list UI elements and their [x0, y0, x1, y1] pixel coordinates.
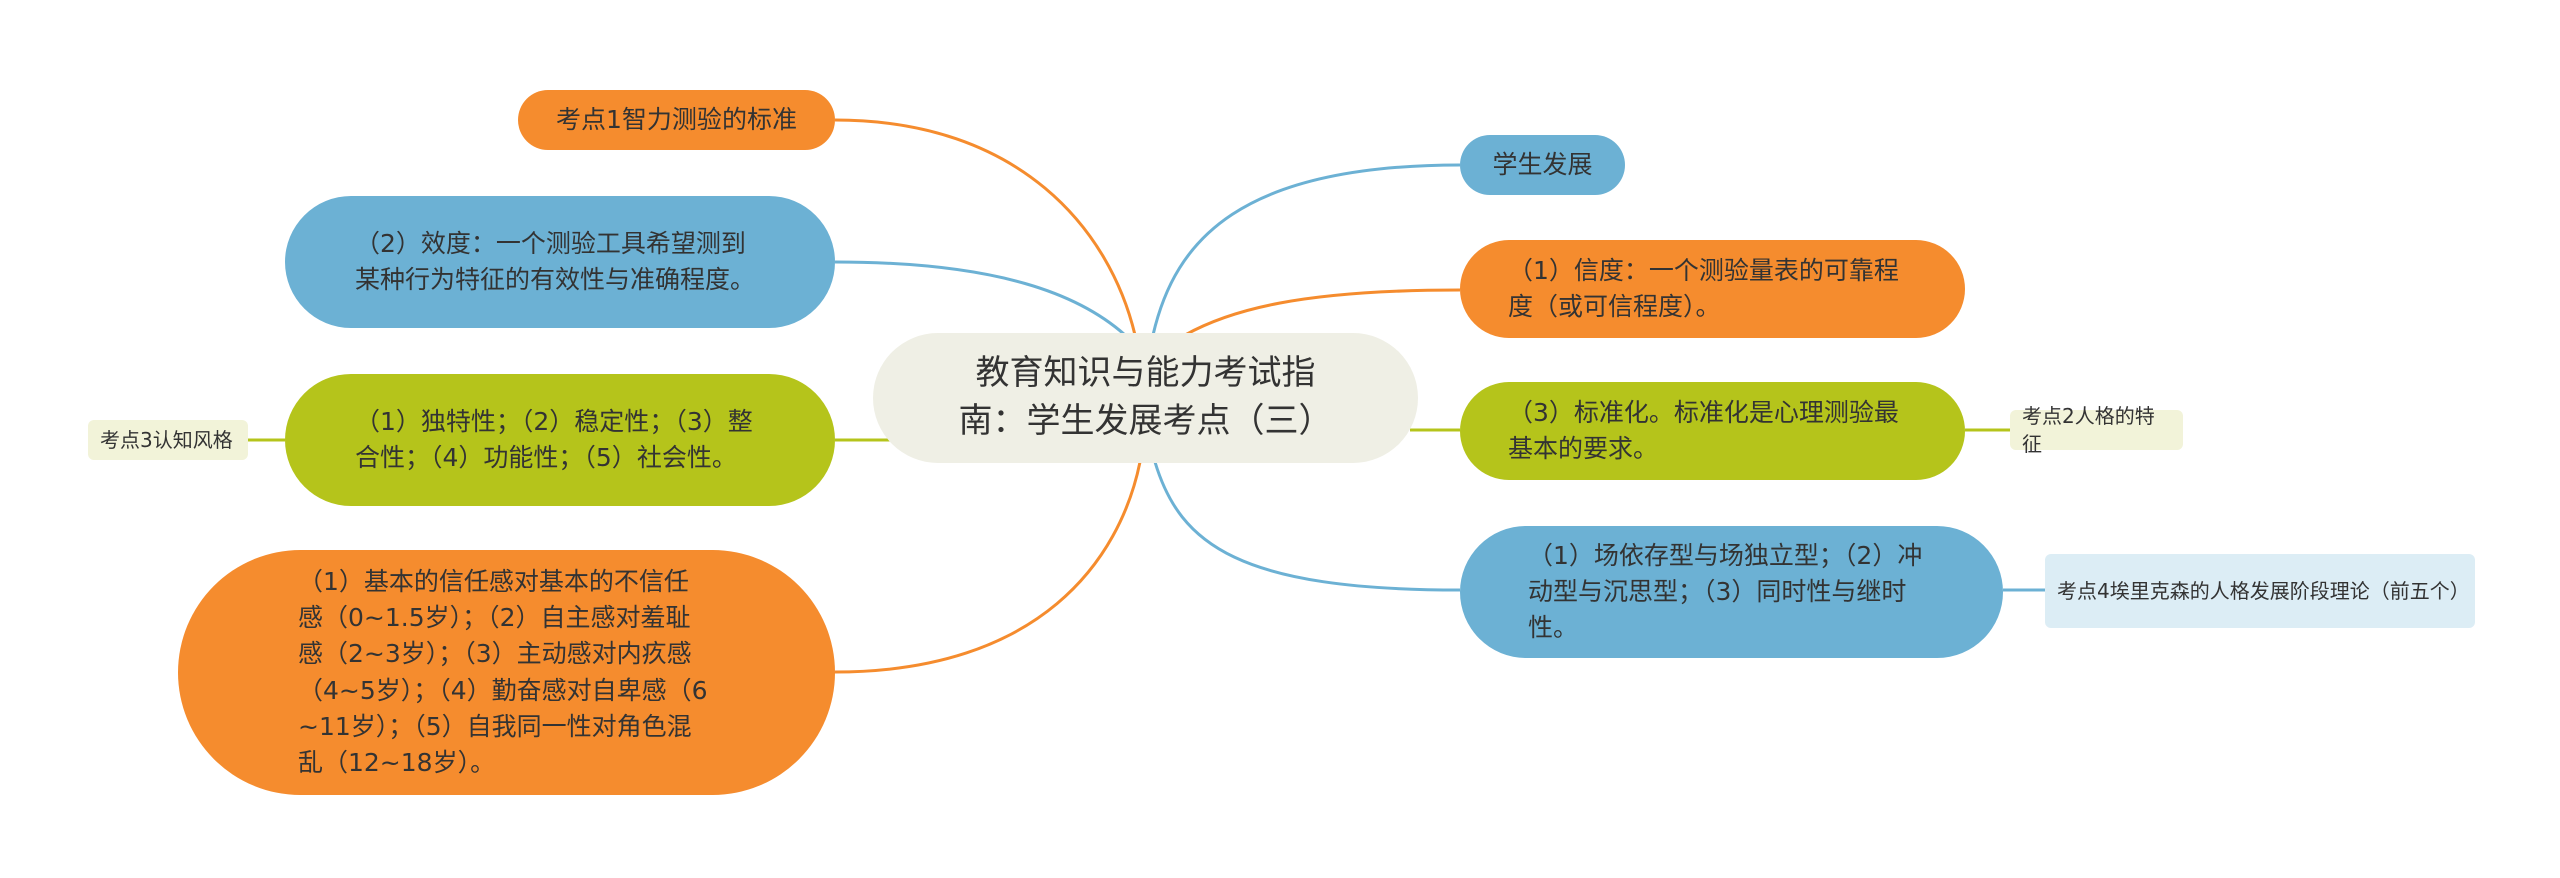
node-standardization[interactable]: （3）标准化。标准化是心理测验最基本的要求。	[1460, 382, 1965, 480]
link-kp1	[834, 118, 1137, 336]
node-kp4-erikson-theory[interactable]: 考点4埃里克森的人格发展阶段理论（前五个）	[2045, 554, 2475, 628]
node-kp2-personality-traits[interactable]: 考点2人格的特征	[2010, 404, 2183, 456]
node-cognitive-styles[interactable]: （1）场依存型与场独立型；（2）冲动型与沉思型；（3）同时性与继时性。	[1460, 526, 2003, 658]
node-student-development-label: 学生发展	[1492, 149, 1593, 179]
node-standardization-label: （3）标准化。标准化是心理测验最基本的要求。	[1508, 397, 1899, 463]
node-kp3-cognitive-style[interactable]: 考点3认知风格	[88, 420, 248, 460]
link-reliability	[1184, 288, 1461, 337]
link-student-dev	[1151, 163, 1461, 336]
node-kp3-label: 考点3认知风格	[100, 428, 233, 452]
node-erikson-stages[interactable]: （1）基本的信任感对基本的不信任感（0~1.5岁）；（2）自主感对羞耻感（2~3…	[178, 550, 835, 795]
node-kp1-intelligence-test-standards[interactable]: 考点1智力测验的标准	[518, 90, 835, 150]
node-validity[interactable]: （2）效度：一个测验工具希望测到某种行为特征的有效性与准确程度。	[285, 196, 835, 328]
link-erikson	[834, 461, 1142, 674]
node-kp1-label: 考点1智力测验的标准	[556, 104, 797, 134]
node-validity-label: （2）效度：一个测验工具希望测到某种行为特征的有效性与准确程度。	[355, 228, 756, 294]
node-cognitive-styles-label: （1）场依存型与场独立型；（2）冲动型与沉思型；（3）同时性与继时性。	[1528, 540, 1923, 643]
node-cognitive-traits-label: （1）独特性；（2）稳定性；（3）整合性；（4）功能性；（5）社会性。	[355, 406, 753, 472]
center-topic[interactable]: 教育知识与能力考试指南：学生发展考点（三）	[873, 333, 1418, 463]
node-kp4-label: 考点4埃里克森的人格发展阶段理论（前五个）	[2057, 579, 2470, 603]
link-cognitive-styles	[1153, 461, 1461, 592]
node-erikson-stages-label: （1）基本的信任感对基本的不信任感（0~1.5岁）；（2）自主感对羞耻感（2~3…	[298, 566, 708, 777]
node-reliability[interactable]: （1）信度：一个测验量表的可靠程度（或可信程度）。	[1460, 240, 1965, 338]
node-student-development[interactable]: 学生发展	[1460, 135, 1625, 195]
node-cognitive-traits[interactable]: （1）独特性；（2）稳定性；（3）整合性；（4）功能性；（5）社会性。	[285, 374, 835, 506]
node-kp2-label: 考点2人格的特征	[2022, 404, 2155, 456]
node-reliability-label: （1）信度：一个测验量表的可靠程度（或可信程度）。	[1508, 255, 1899, 321]
link-validity	[834, 260, 1126, 337]
center-topic-label: 教育知识与能力考试指南：学生发展考点（三）	[958, 353, 1333, 441]
